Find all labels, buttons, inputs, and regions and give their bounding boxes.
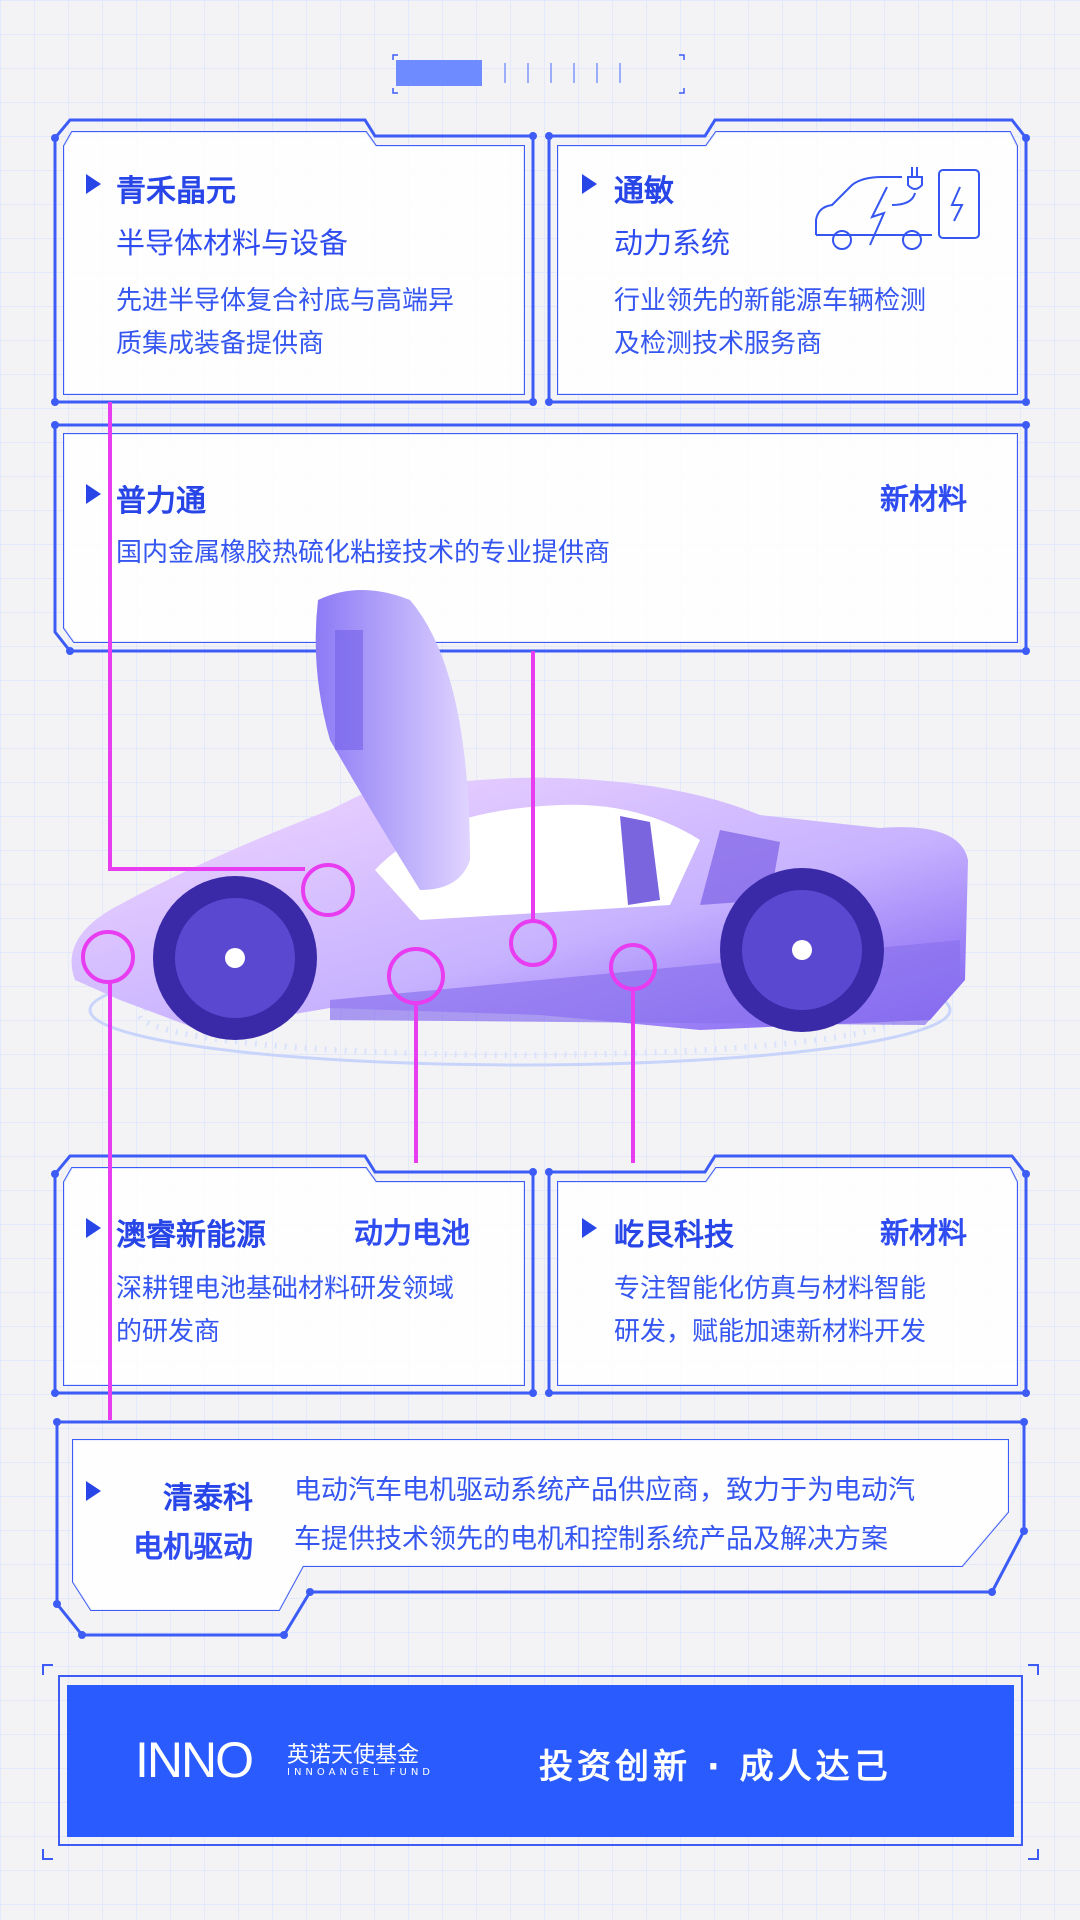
company-name: 清泰科	[163, 1481, 253, 1516]
company-desc-line: 的研发商	[116, 1317, 221, 1347]
company-name: 澳睿新能源	[116, 1218, 266, 1253]
company-desc-line: 国内金属橡胶热硫化粘接技术的专业提供商	[116, 538, 611, 568]
page-indicator[interactable]	[396, 60, 680, 88]
company-desc-line: 研发，赋能加速新材料开发	[614, 1317, 927, 1347]
bullet-triangle-icon	[86, 1218, 101, 1238]
company-category: 半导体材料与设备	[116, 226, 349, 260]
footer-banner: INNO 英诺天使基金 INNOANGEL FUND 投资创新 · 成人达己	[67, 1685, 1014, 1837]
company-category: 动力电池	[354, 1216, 471, 1250]
company-category: 动力系统	[614, 226, 731, 260]
company-desc-line: 车提供技术领先的电机和控制系统产品及解决方案	[294, 1524, 888, 1555]
company-desc-line: 电动汽车电机驱动系统产品供应商，致力于为电动汽	[294, 1475, 915, 1506]
page-indicator-active[interactable]	[396, 60, 482, 86]
company-desc-line: 深耕锂电池基础材料研发领域	[116, 1274, 455, 1304]
ev-charging-icon	[815, 167, 980, 250]
company-desc-line: 专注智能化仿真与材料智能	[614, 1274, 927, 1304]
bullet-triangle-icon	[86, 484, 101, 504]
company-name: 青禾晶元	[116, 174, 236, 209]
car-illustration	[71, 590, 969, 1067]
logo-mark: INNO	[135, 1732, 254, 1788]
front-wheel	[153, 876, 317, 1040]
slogan: 投资创新 · 成人达己	[539, 1747, 892, 1787]
bullet-triangle-icon	[582, 174, 597, 194]
company-name: 普力通	[116, 484, 206, 519]
company-desc-line: 及检测技术服务商	[614, 329, 823, 359]
bullet-triangle-icon	[86, 1481, 101, 1501]
company-category: 新材料	[879, 482, 967, 516]
company-name: 屹艮科技	[614, 1218, 734, 1253]
bullet-triangle-icon	[86, 174, 101, 194]
company-name: 通敏	[614, 174, 674, 209]
company-category: 新材料	[879, 1216, 967, 1250]
logo-en: INNOANGEL FUND	[287, 1767, 434, 1778]
page-indicator-ticks[interactable]	[504, 63, 634, 83]
company-category: 电机驱动	[133, 1530, 253, 1565]
logo-cn: 英诺天使基金	[287, 1743, 420, 1768]
company-desc-line: 先进半导体复合衬底与高端异	[116, 286, 455, 316]
company-desc-line: 质集成装备提供商	[116, 329, 325, 359]
bullet-triangle-icon	[582, 1218, 597, 1238]
company-desc-line: 行业领先的新能源车辆检测	[614, 286, 927, 316]
rear-wheel	[720, 868, 884, 1032]
